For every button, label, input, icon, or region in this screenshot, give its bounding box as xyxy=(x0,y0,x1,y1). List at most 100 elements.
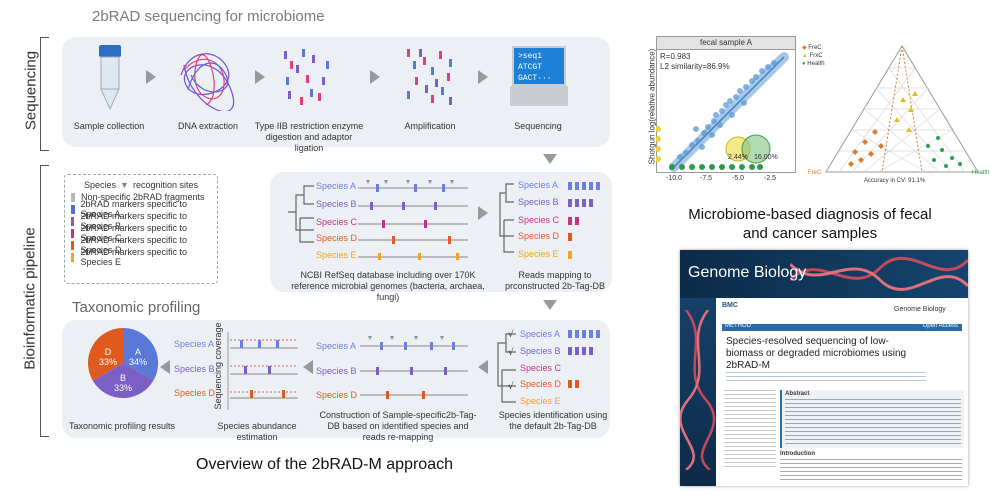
pie-value-b: 33% xyxy=(114,383,132,393)
ident-caption: Species identification using the default… xyxy=(498,410,608,431)
pie-label-d: D xyxy=(105,347,112,357)
abstract-box: Abstract xyxy=(780,390,964,448)
sequencer-icon: >seq1 ATCGT GACT··· xyxy=(510,46,570,108)
pie-slice-b xyxy=(92,363,154,399)
scatter-xtick: -5.0 xyxy=(732,175,745,182)
pie-slice-d xyxy=(87,328,123,381)
journal-small: Genome Biology xyxy=(894,306,946,313)
pie-value-d: 33% xyxy=(99,357,117,367)
pie-slice-a xyxy=(123,327,159,381)
left-arrow xyxy=(160,360,170,374)
step-arrow xyxy=(478,70,488,84)
paper-thumbnail: Genome Biology BMC Genome Biology METHOD… xyxy=(680,250,968,486)
map-species-e: Species E xyxy=(518,249,559,259)
svg-text:√: √ xyxy=(508,347,514,358)
open-access-tag: Open Access xyxy=(922,323,958,329)
taxonomic-title: Taxonomic profiling xyxy=(72,299,201,316)
marker-legend: Species ▼ recognition sites Non-specific… xyxy=(64,174,218,284)
left-arrow xyxy=(478,360,488,374)
dna-tangle-icon xyxy=(180,53,234,111)
dna-helix-image xyxy=(790,256,968,291)
ternary-plot: ◆ FreC ▲ FrxC ● Health FreC Health Accur… xyxy=(800,40,990,190)
legend-item: 2bRAD markers specific to Species A xyxy=(71,199,211,219)
intro-text xyxy=(780,459,962,481)
map-species-a: Species A xyxy=(518,180,559,190)
con-species-b: Species B xyxy=(316,366,357,376)
mapping-arrow xyxy=(478,206,488,220)
method-bar: METHOD Open Access xyxy=(722,323,962,331)
scatter-area xyxy=(656,49,796,173)
legend-head-sites: recognition sites xyxy=(132,180,198,190)
step-arrow xyxy=(146,70,156,84)
bmc-logo: BMC xyxy=(722,302,738,309)
abstract-text xyxy=(785,399,961,445)
journal-banner: Genome Biology xyxy=(680,250,968,298)
down-arrow xyxy=(543,154,557,164)
construct-tracks xyxy=(360,336,468,399)
diagnosis-caption-2: and cancer samples xyxy=(742,225,878,242)
ternary-legend-item: ● Health xyxy=(802,61,825,67)
taxonomic-pie: A 34% D 33% B 33% xyxy=(87,327,159,399)
mapping-caption: Reads mapping to prconstructed 2b-Tag-DB xyxy=(504,270,606,291)
refseq-species-c: Species C xyxy=(316,217,358,227)
authors-block xyxy=(726,372,926,384)
abundance-caption: Species abundance estimation xyxy=(217,421,297,442)
paper-title-1: Species-resolved sequencing of low- xyxy=(726,336,889,347)
abd-species-b: Species B xyxy=(174,364,215,374)
scatter-plot: Shotgun log(relative abundance) fecal sa… xyxy=(636,36,800,184)
left-arrow xyxy=(303,360,313,374)
journal-title: Genome Biology xyxy=(688,264,807,281)
ternary-triangle xyxy=(825,45,979,173)
abd-species-d: Species D xyxy=(174,388,216,398)
pipeline-bracket xyxy=(40,165,49,437)
legend-head-species: Species xyxy=(84,180,117,190)
refseq-species-e: Species E xyxy=(316,250,357,260)
sample-tube-icon xyxy=(99,45,121,111)
ternary-corner-right: Health xyxy=(972,170,990,176)
scatter-l2-value: L2 similarity=86.9% xyxy=(660,62,730,71)
step-label: Sample collection xyxy=(73,121,145,131)
method-tag: METHOD xyxy=(725,323,751,329)
seq-line-3: GACT··· xyxy=(518,74,552,83)
scatter-xtick: -7.5 xyxy=(700,175,713,182)
step-label: Amplification xyxy=(404,121,456,131)
fragments-icon xyxy=(284,49,329,105)
step-label: Type IIB restriction enzyme digestion an… xyxy=(254,121,364,153)
step-label: Sequencing xyxy=(514,121,562,131)
map-species-b: Species B xyxy=(518,197,559,207)
ident-species-d: Species D xyxy=(520,379,562,389)
legend-item: Non-specific 2bRAD fragments xyxy=(71,191,211,203)
con-species-a: Species A xyxy=(316,341,357,351)
refseq-caption: NCBI RefSeq database including over 170K… xyxy=(291,270,485,302)
legend-marker-icon: ▼ xyxy=(120,180,129,190)
ident-species-c: Species C xyxy=(520,363,562,373)
mapping-markers xyxy=(568,182,600,259)
overview-title: 2bRAD sequencing for microbiome xyxy=(92,8,325,25)
abstract-heading: Abstract xyxy=(785,391,810,397)
paper-title-2: biomass or degraded microbiomes using xyxy=(726,348,907,359)
construct-caption: Construction of Sample-specific2b-Tag-DB… xyxy=(319,410,477,442)
ternary-legend: ◆ FreC ▲ FrxC ● Health xyxy=(802,44,825,68)
ternary-legend-item: ◆ FreC xyxy=(802,45,822,51)
step-arrow xyxy=(255,70,265,84)
refseq-tree xyxy=(288,185,314,243)
pie-value-a: 34% xyxy=(129,357,147,367)
scatter-xtick: -2.5 xyxy=(764,175,777,182)
refseq-panel xyxy=(270,172,612,292)
overview-caption: Overview of the 2bRAD-M approach xyxy=(196,456,453,473)
refseq-species-b: Species B xyxy=(316,199,357,209)
ident-species-b: Species B xyxy=(520,346,561,356)
ternary-legend-item: ▲ FrxC xyxy=(802,53,823,59)
intro-heading: Introduction xyxy=(780,451,815,457)
paper-title-3: 2bRAD-M xyxy=(726,360,770,371)
venn-right-value: 16.00% xyxy=(754,154,778,161)
refseq-species-d: Species D xyxy=(316,233,358,243)
legend-item: 2bRAD markers specific to Species C xyxy=(71,223,211,243)
pie-label-b: B xyxy=(120,373,126,383)
pie-label-a: A xyxy=(135,347,141,357)
abd-species-a: Species A xyxy=(174,339,215,349)
sequencing-bracket xyxy=(40,37,49,151)
svg-text:√: √ xyxy=(508,381,514,392)
ident-species-e: Species E xyxy=(520,396,561,406)
coverage-axis-label: Sequencing coverage xyxy=(213,322,223,410)
